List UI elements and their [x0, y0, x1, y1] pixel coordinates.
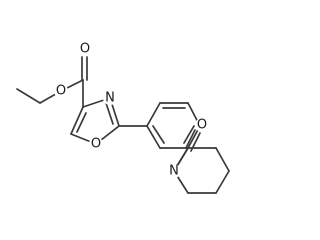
atom-lactam-o: O: [195, 118, 209, 133]
atom-piperidine-n: N: [167, 164, 181, 179]
bond-benzene-6-1: [146, 125, 161, 149]
atom-label-ester-carbonyl-o: O: [80, 42, 90, 57]
bond-benzene-inner-b: [183, 125, 195, 144]
atom-ester-ether-o: O: [54, 84, 68, 99]
bond-lactam-c-o-b: [190, 132, 201, 152]
atom-label-oxazole-o: O: [91, 137, 101, 152]
bond-ethyl-ch3-ch2: [16, 88, 41, 104]
bond-benzene-1-2: [146, 102, 161, 127]
atom-oxazole-n: N: [103, 91, 117, 106]
atom-label-ester-ether-o: O: [56, 84, 66, 99]
bond-piperidine-c5-c4: [215, 170, 230, 194]
atom-label-lactam-o: O: [197, 118, 207, 133]
chemical-structure-diagram: O O N O N O: [16, 42, 230, 194]
bond-piperidine-c4-c3: [215, 147, 230, 172]
atom-oxazole-o: O: [89, 137, 103, 152]
bond-oxazole-c5-c4-inner: [76, 112, 87, 133]
bond-benzene-inner-c: [152, 125, 165, 144]
atom-label-piperidine-n: N: [169, 164, 179, 179]
bond-oxazole-n3-c2-inner: [105, 102, 114, 125]
bond-oxazole-c5-c4: [70, 106, 84, 135]
atom-ester-carbonyl-o: O: [78, 42, 92, 57]
atom-label-oxazole-n: N: [105, 91, 115, 106]
bond-lactam-c-o-a: [185, 129, 196, 149]
